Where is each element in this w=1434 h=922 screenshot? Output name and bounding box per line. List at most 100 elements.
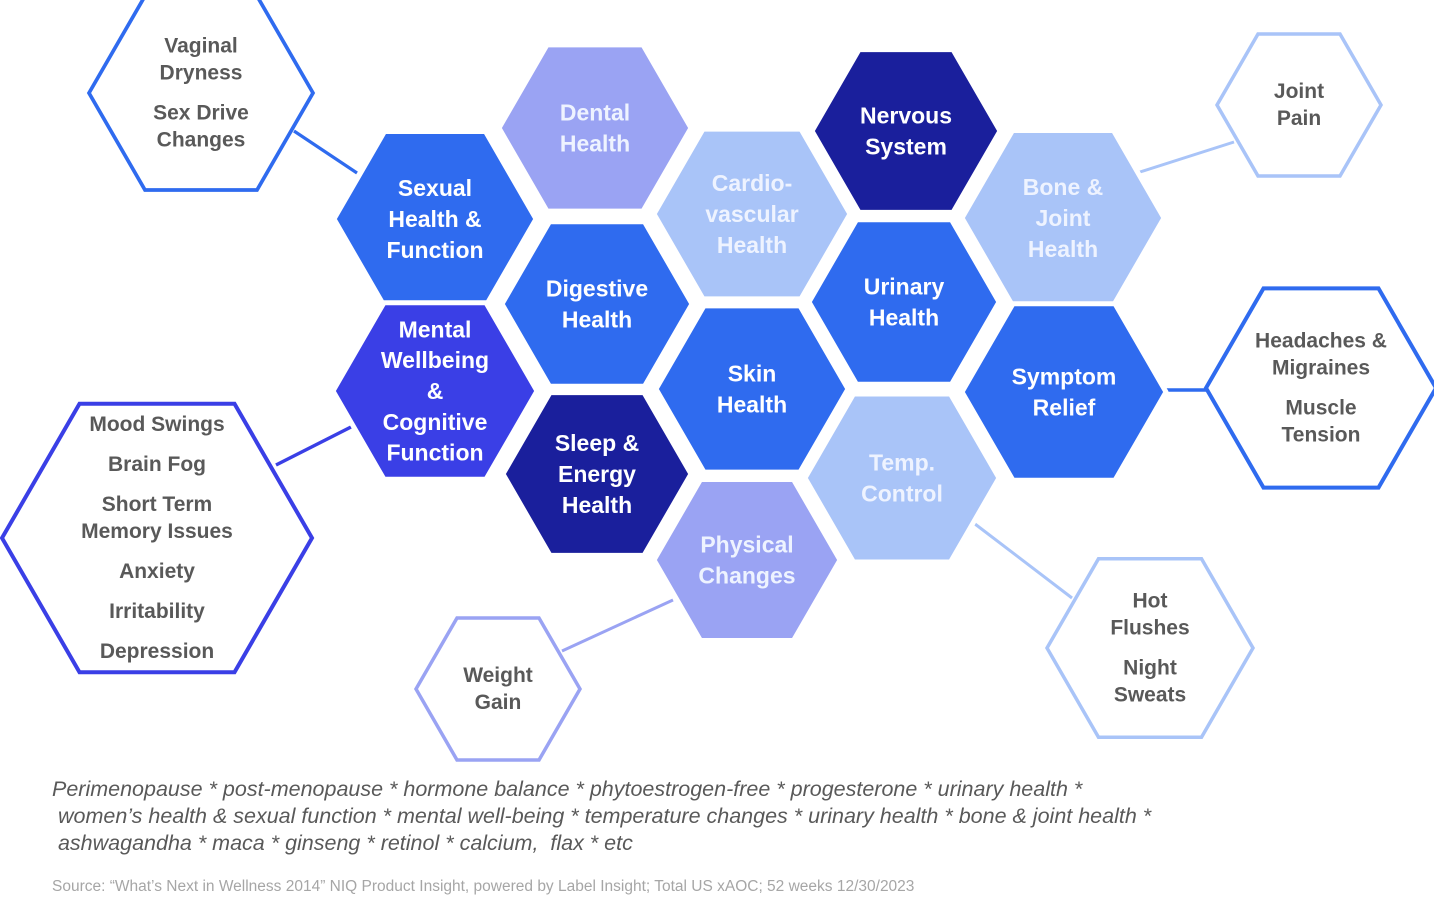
category-label: Nervous bbox=[860, 103, 952, 129]
connector-line bbox=[1139, 140, 1235, 174]
symptom-label: Short Term bbox=[102, 493, 212, 516]
symptom-label: Sex Drive bbox=[153, 102, 249, 125]
hexagon-icon bbox=[806, 217, 1002, 387]
category-label: Skin bbox=[728, 361, 777, 387]
hexagon-icon bbox=[496, 42, 694, 214]
symptom-label: Weight bbox=[463, 664, 533, 687]
category-label: Symptom bbox=[1012, 364, 1117, 390]
hexagon-outline-icon bbox=[0, 401, 315, 675]
category-label: Health bbox=[562, 306, 632, 332]
category-label: Health bbox=[717, 232, 787, 258]
connector-line bbox=[275, 425, 352, 467]
category-label: Relief bbox=[1033, 394, 1096, 420]
symptom-label: Anxiety bbox=[119, 560, 195, 583]
symptom-label: Brain Fog bbox=[108, 453, 206, 476]
symptom-label: Vaginal bbox=[164, 35, 238, 58]
symptom-label: Irritability bbox=[109, 600, 205, 623]
source-note: Source: “What’s Next in Wellness 2014” N… bbox=[52, 878, 915, 895]
category-label: Health & bbox=[388, 206, 481, 232]
category-label: Temp. bbox=[869, 450, 935, 476]
hexagon-outline-icon bbox=[1203, 286, 1434, 490]
category-label: Sexual bbox=[398, 175, 472, 201]
hexagon-icon bbox=[802, 391, 1002, 565]
category-hex-temp-control: Temp. Control bbox=[802, 391, 1002, 565]
category-label: Control bbox=[861, 480, 943, 506]
keyword-line: Perimenopause * post-menopause * hormone… bbox=[52, 777, 1083, 801]
category-label: Joint bbox=[1036, 205, 1091, 231]
symptom-label: Tension bbox=[1282, 424, 1361, 447]
category-label: Urinary bbox=[864, 274, 945, 300]
category-label: Changes bbox=[698, 562, 795, 588]
category-label: Cardio- bbox=[712, 170, 793, 196]
category-label: vascular bbox=[705, 201, 798, 227]
hexagon-outline-icon bbox=[1214, 32, 1384, 178]
symptom-label: Dryness bbox=[160, 62, 243, 85]
hexagon-outline-icon bbox=[86, 0, 316, 192]
symptom-label: Migraines bbox=[1272, 357, 1370, 380]
category-label: & bbox=[427, 378, 444, 404]
symptom-label: Changes bbox=[157, 129, 246, 152]
keyword-list: Perimenopause * post-menopause * hormone… bbox=[52, 776, 1352, 857]
category-label: Function bbox=[386, 237, 483, 263]
hexagon-icon bbox=[651, 126, 853, 302]
symptom-label: Flushes bbox=[1110, 617, 1189, 640]
category-label: System bbox=[865, 133, 947, 159]
symptom-label: Mood Swings bbox=[89, 413, 224, 436]
symptom-label: Night bbox=[1123, 657, 1177, 680]
category-label: Mental bbox=[399, 316, 472, 342]
keyword-line: ashwagandha * maca * ginseng * retinol *… bbox=[52, 831, 633, 855]
hexagon-icon bbox=[500, 390, 694, 558]
hexagon-icon bbox=[653, 303, 851, 475]
hexagon-outline-icon bbox=[413, 616, 583, 762]
connector-line bbox=[293, 129, 358, 175]
symptom-label: Headaches & bbox=[1255, 330, 1387, 353]
hexagon-outline-icon bbox=[1044, 557, 1256, 739]
connector-line bbox=[974, 522, 1073, 600]
connector-line bbox=[561, 598, 674, 653]
symptom-label: Sweats bbox=[1114, 684, 1186, 707]
symptom-label: Depression bbox=[100, 640, 214, 663]
category-label: Health bbox=[562, 492, 632, 518]
category-label: Wellbeing bbox=[381, 347, 489, 373]
hexagon-icon bbox=[809, 47, 1003, 215]
category-label: Bone & bbox=[1023, 174, 1104, 200]
category-label: Health bbox=[717, 391, 787, 417]
symptom-label: Muscle bbox=[1285, 397, 1356, 420]
category-label: Health bbox=[560, 130, 630, 156]
hexagon-icon bbox=[959, 301, 1169, 483]
category-label: Cognitive bbox=[383, 409, 488, 435]
category-label: Physical bbox=[700, 532, 793, 558]
category-label: Health bbox=[1028, 236, 1098, 262]
symptom-label: Joint bbox=[1274, 80, 1324, 103]
symptom-label: Hot bbox=[1133, 590, 1168, 613]
hexagon-icon bbox=[330, 300, 540, 482]
hexagon-icon bbox=[499, 219, 695, 389]
symptom-label: Pain bbox=[1277, 107, 1321, 130]
category-label: Sleep & bbox=[555, 430, 639, 456]
keyword-line: women’s health & sexual function * menta… bbox=[52, 804, 1152, 828]
category-label: Digestive bbox=[546, 276, 648, 302]
category-label: Function bbox=[386, 440, 483, 466]
category-label: Energy bbox=[558, 461, 636, 487]
hexagon-icon bbox=[651, 477, 843, 643]
category-label: Health bbox=[869, 304, 939, 330]
symptom-label: Memory Issues bbox=[81, 520, 233, 543]
